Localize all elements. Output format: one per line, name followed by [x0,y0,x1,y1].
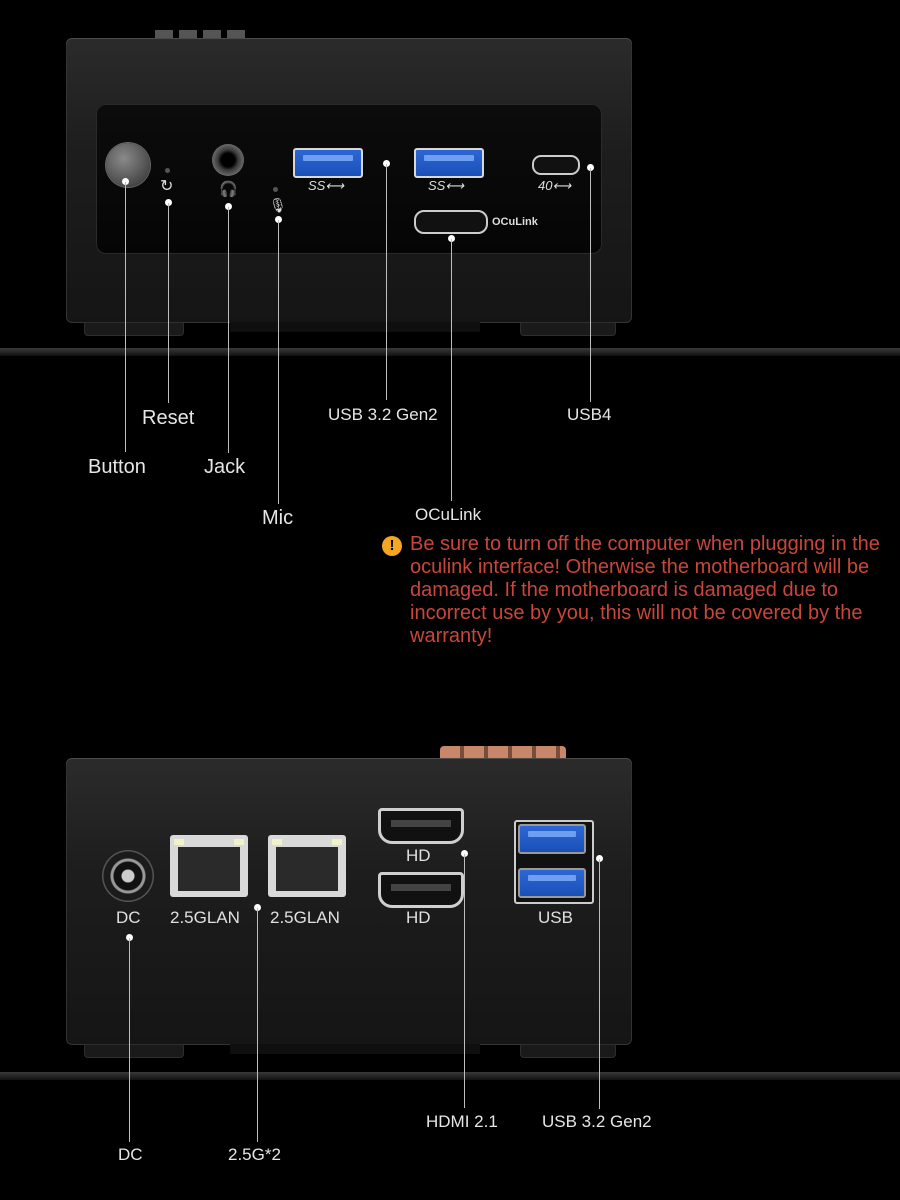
reset-dot [165,199,172,206]
button-label: Button [88,456,146,478]
usb32-leader [386,164,387,400]
lan2-port-text: 2.5GLAN [270,908,340,927]
jack-label: Jack [204,456,246,478]
rear-foot-left [84,1044,184,1058]
lan2-led-right [332,839,342,845]
foot-right [520,322,616,336]
lan1-led-left [174,839,184,845]
usb-callout: USB 3.2 Gen2 [542,1112,652,1131]
button-leader [125,182,126,452]
ss-logo-1: SS⟷ [308,178,344,193]
reset-icon: ↻ [160,178,174,195]
usb-a-port-1 [293,148,363,178]
reset-pinhole [165,168,170,173]
front-device-image: ↻ 🎧 🎙 SS⟷ SS⟷ 40⟷ OCuLink [0,0,900,360]
warning-icon: ! [382,536,402,556]
mic-leader [278,220,279,504]
fan-bar [230,322,480,332]
hdmi-dot [461,850,468,857]
lan-callout: 2.5G*2 [228,1145,281,1164]
lan2-socket [276,847,338,891]
usb-c-port [532,155,580,175]
lan1-led-right [234,839,244,845]
hdmi-callout: HDMI 2.1 [426,1112,498,1131]
hd1-port-text: HD [406,846,431,865]
rear-device-image [0,740,900,1100]
mic-pinhole [273,187,278,192]
rear-usb-port-1 [518,824,586,854]
front-shelf [0,348,900,356]
rear-fan-bar [230,1044,480,1054]
foot-left [84,322,184,336]
headphone-icon: 🎧 [219,181,238,198]
usb4-dot [587,164,594,171]
rear-foot-right [520,1044,616,1058]
oculink-warning: Be sure to turn off the computer when pl… [382,533,897,648]
hd2-port-text: HD [406,908,431,927]
oculink-leader [451,239,452,501]
audio-jack [212,144,244,176]
oculink-dot [448,235,455,242]
lan1-socket [178,847,240,891]
jack-leader [228,207,229,453]
dc-dot [126,934,133,941]
oculink-port-text: OCuLink [492,216,538,228]
reset-label: Reset [142,407,195,429]
lan2-led-left [272,839,282,845]
jack-dot [225,203,232,210]
usb4-label: USB4 [567,405,612,424]
usb32-label: USB 3.2 Gen2 [328,405,438,424]
hdmi-port-1 [378,808,464,844]
mic-dot [275,216,282,223]
usb-dot [596,855,603,862]
hdmi1-slot [391,820,451,827]
usb4-leader [590,168,591,402]
oculink-label: OCuLink [415,505,482,524]
hdmi-leader [464,854,465,1108]
reset-leader [168,203,169,403]
lan-port-1 [170,835,248,897]
rear-usb-port-2 [518,868,586,898]
dc-callout: DC [118,1145,143,1164]
front-io-panel [96,104,602,254]
hdmi2-slot [391,884,451,891]
rear-shelf [0,1072,900,1080]
button-dot [122,178,129,185]
lan-leader [257,908,258,1142]
lan-dot [254,904,261,911]
ss-logo-2: SS⟷ [428,178,464,193]
mic-icon: 🎙 [269,197,287,213]
warning-text: Be sure to turn off the computer when pl… [410,533,880,647]
usb-port-text: USB [538,908,573,927]
usb-leader [599,859,600,1109]
dc-leader [129,938,130,1142]
lan-port-2 [268,835,346,897]
hdmi-port-2 [378,872,464,908]
mic-label: Mic [262,507,294,529]
dc-jack [102,850,154,902]
usb-a-port-2 [414,148,484,178]
dc-port-text: DC [116,908,141,927]
usb4-logo: 40⟷ [538,178,572,193]
usb32-dot [383,160,390,167]
oculink-port [414,210,488,234]
top-vent [155,30,250,38]
lan1-port-text: 2.5GLAN [170,908,240,927]
